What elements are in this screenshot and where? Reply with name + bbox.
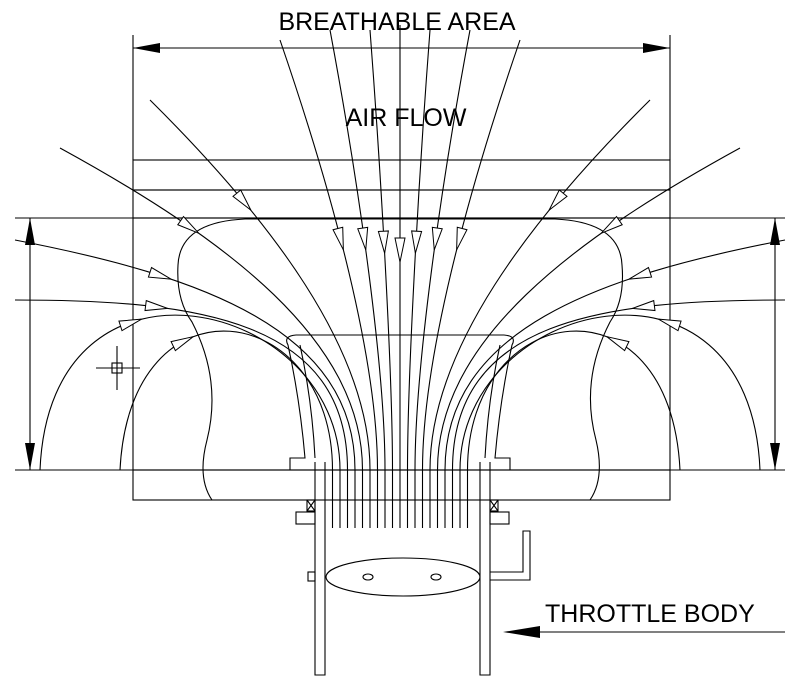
dimension-lines [15,35,785,471]
flow-arrow-icon [431,226,443,251]
flow-arrow-icon [118,318,142,332]
flow-line [14,299,349,471]
flow-line [406,29,431,471]
throttle-plate [325,557,481,597]
throttle-body-arrow [503,626,785,638]
flow-line [451,299,786,471]
flow-line [119,330,334,471]
flow-line [369,29,394,471]
flow-arrow-icon [332,226,344,251]
flow-line [39,314,341,471]
flow-line [329,29,386,471]
air-flow-label: AIR FLOW [346,104,467,132]
flow-arrow-icon [232,189,252,211]
flow-arrow-icon [606,336,630,352]
flow-arrow-icon [357,226,369,251]
crosshair-cursor-icon [96,346,140,390]
flow-line [414,29,471,471]
flow-arrow-icon [394,237,406,263]
filter-top-cap [132,189,671,219]
flow-arrow-icon [600,215,623,234]
throttle-lever [490,530,531,581]
flow-line [436,147,741,471]
flow-arrow-icon [632,299,656,312]
filter-element [132,159,671,501]
flow-arrow-icon [170,336,194,352]
flow-line [444,239,786,471]
flow-line [14,239,356,471]
flow-arrow-icon [411,230,423,254]
flow-arrow-icon [377,230,389,254]
flow-line [421,39,521,471]
flow-arrow-icon [147,266,172,280]
o-ring-left-icon [306,499,316,512]
filter-top-media [132,159,671,191]
filter-bottom-cap [132,469,671,501]
flow-arrow-icon [628,266,653,280]
flow-arrow-icon [548,189,568,211]
flow-arrow-icon [456,226,468,251]
filter-inner-cavity [177,218,624,501]
flow-arrow-icon [177,215,200,234]
flow-line [59,147,364,471]
flow-line [429,99,651,471]
flow-line [279,39,379,471]
flow-line [466,330,681,471]
throttle-body [295,462,531,676]
flow-arrow-icon [658,318,682,332]
breathable-area-label: BREATHABLE AREA [278,8,515,36]
flow-line [149,99,371,471]
throttle-body-label: THROTTLE BODY [545,600,755,628]
flow-line [459,314,761,471]
o-ring-right-icon [489,499,499,512]
velocity-stack [286,334,514,470]
air-flow-lines [14,25,786,528]
flow-arrow-icon [144,299,168,312]
